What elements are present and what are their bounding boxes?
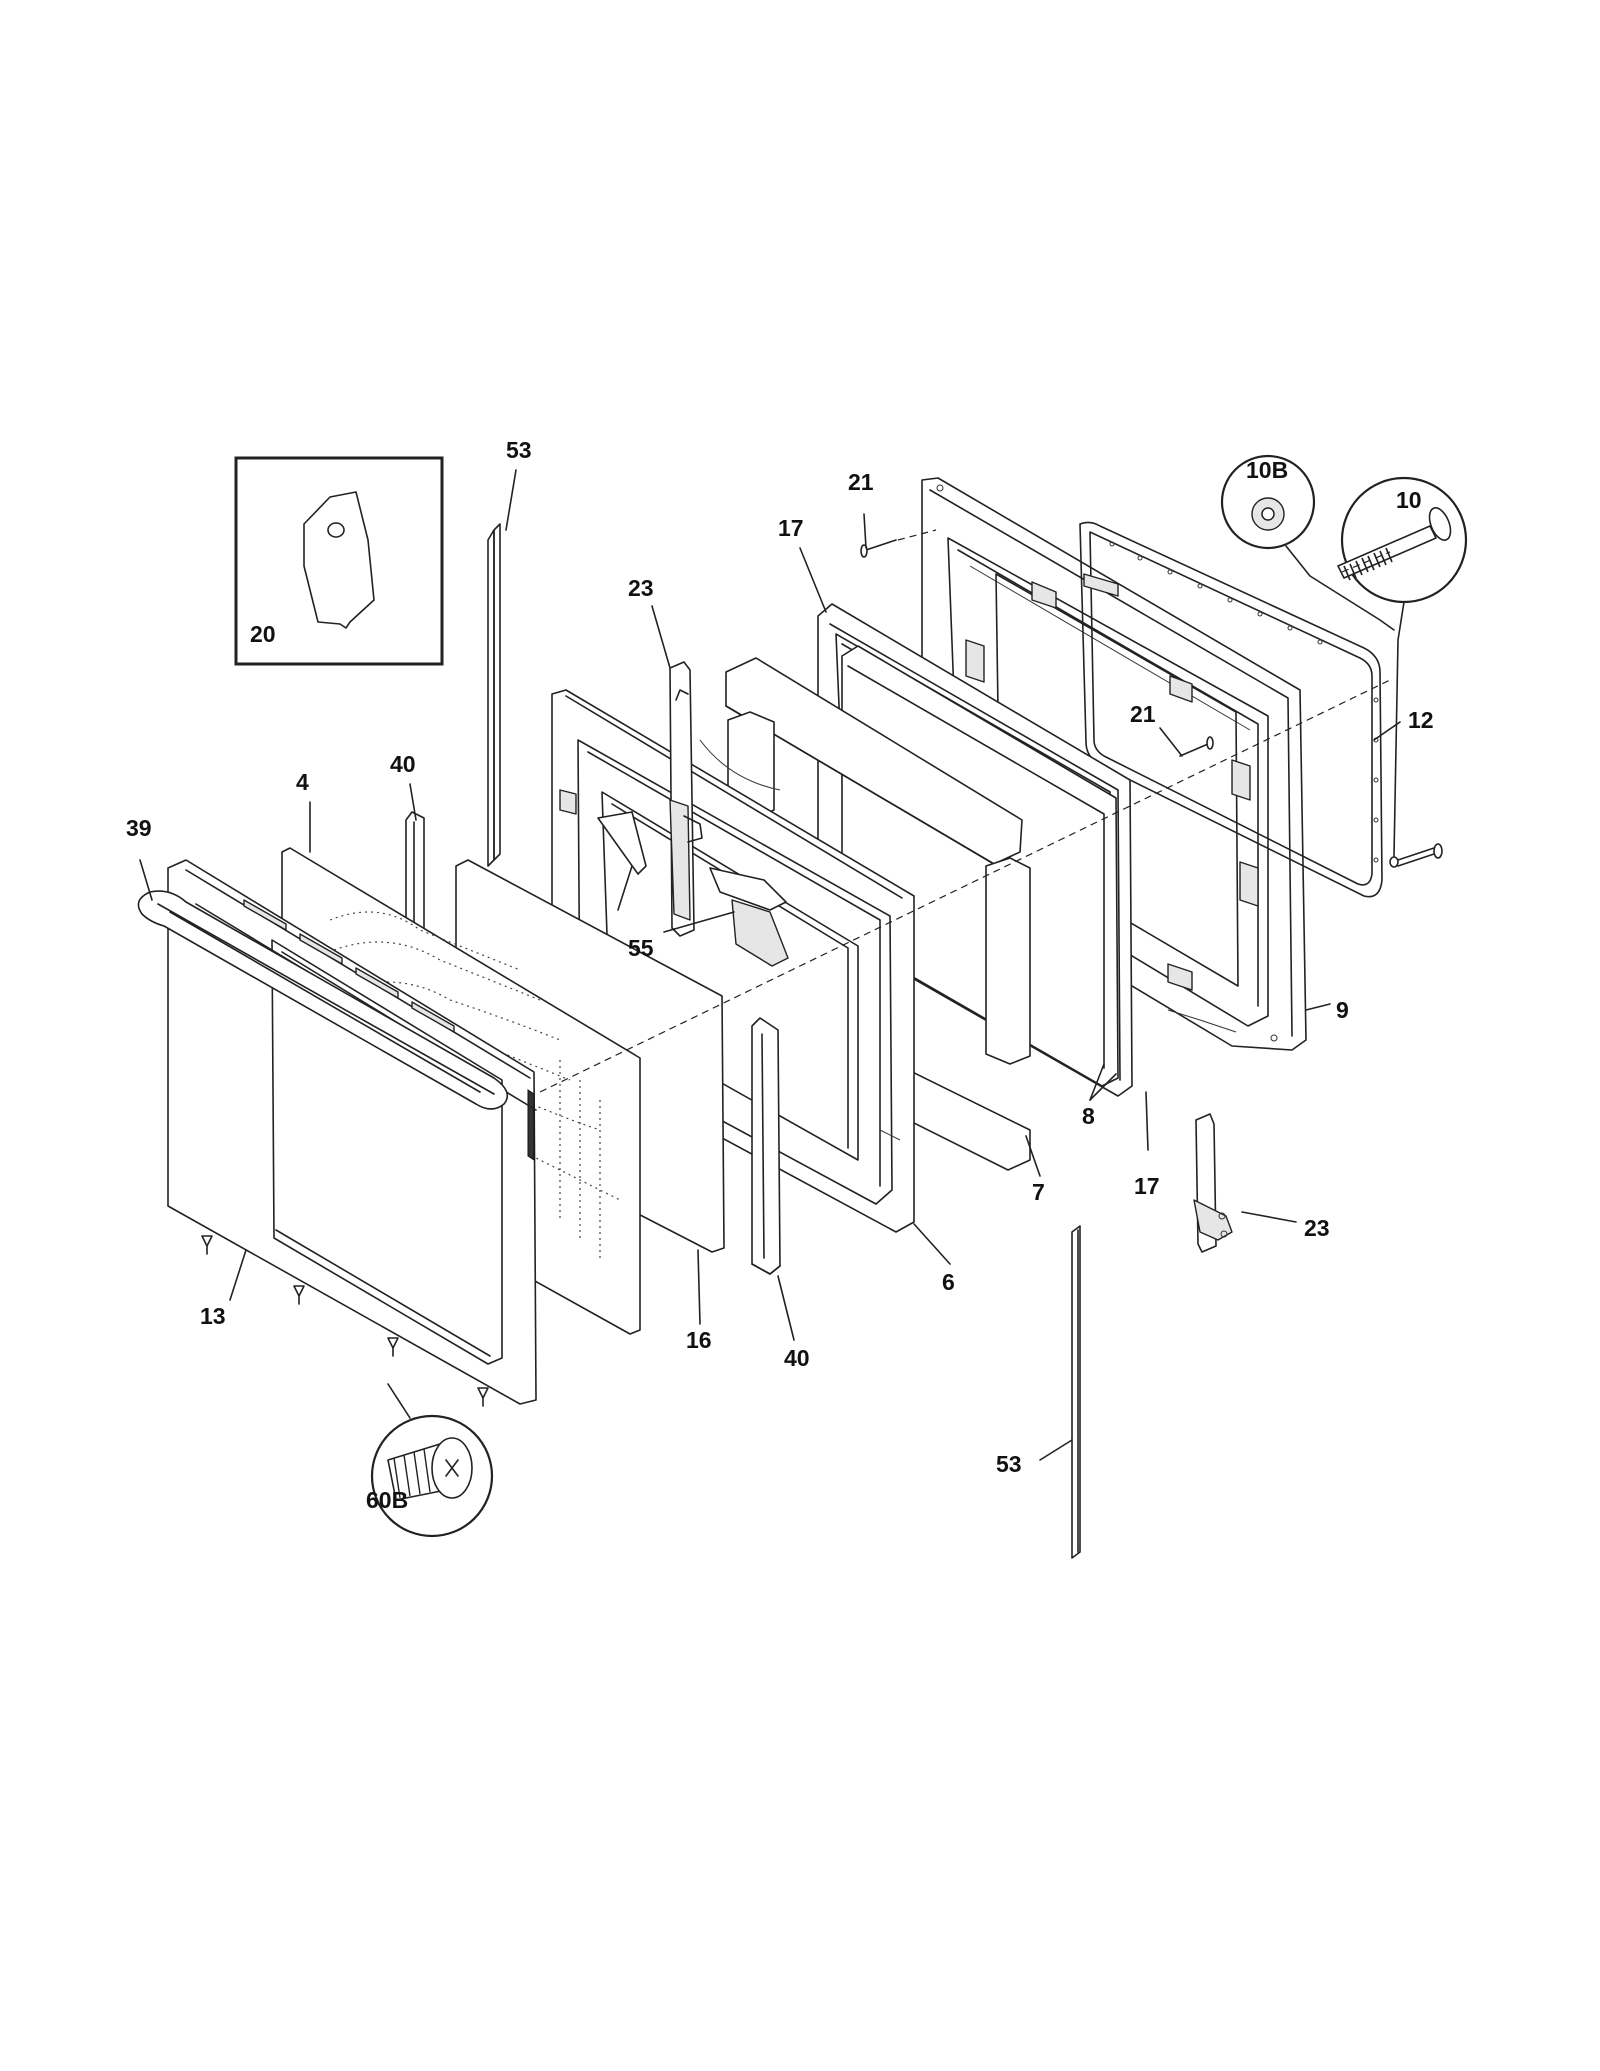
callout-23-bottom: 23	[1304, 1215, 1330, 1241]
callout-60b: 60B	[366, 1487, 408, 1513]
callout-40-top: 40	[390, 751, 416, 777]
callout-40-bottom: 40	[784, 1345, 810, 1371]
callout-7: 7	[1032, 1179, 1045, 1205]
callout-4: 4	[296, 769, 309, 795]
callout-39: 39	[126, 815, 152, 841]
callout-9: 9	[1336, 997, 1349, 1023]
callout-10b: 10B	[1246, 457, 1288, 483]
part-39-door-handle	[137, 890, 509, 1110]
callout-21-middle: 21	[1130, 701, 1156, 727]
callout-53-top: 53	[506, 437, 532, 463]
detail-circle-10b-washer	[1220, 454, 1395, 631]
part-23-hinge-left	[669, 661, 703, 937]
door-screws	[201, 1235, 489, 1407]
callout-10: 10	[1396, 487, 1422, 513]
callout-20: 20	[250, 621, 276, 647]
callout-12: 12	[1408, 707, 1434, 733]
part-10-screw-installed	[1389, 843, 1443, 868]
part-23-hinge-right	[1193, 1113, 1233, 1253]
part-21-screw-middle	[1179, 736, 1214, 757]
part-40-channel-bottom	[751, 1017, 781, 1275]
detail-circle-60b-screw	[370, 1383, 494, 1538]
part-6-inner-door-frame	[551, 689, 915, 1233]
callout-leader-lines	[139, 469, 1401, 1461]
callout-labels: 53 20 21 17 10B 10 23 21 12 40 4 39 55 9…	[126, 437, 1434, 1513]
inset-box-part-20	[234, 456, 444, 666]
callout-17-bottom: 17	[1134, 1173, 1160, 1199]
callout-55: 55	[628, 935, 654, 961]
callout-16: 16	[686, 1327, 712, 1353]
part-53-top-strip	[487, 523, 501, 867]
part-55-hinge-receptacle	[597, 811, 789, 967]
callout-13: 13	[200, 1303, 226, 1329]
part-53-bottom-strip	[1071, 1225, 1081, 1559]
part-13-outer-door	[167, 859, 537, 1405]
callout-17-top: 17	[778, 515, 804, 541]
callout-6: 6	[942, 1269, 955, 1295]
detail-circle-10-screw	[1337, 476, 1468, 857]
callout-21-top: 21	[848, 469, 874, 495]
callout-53-bottom: 53	[996, 1451, 1022, 1477]
callout-8: 8	[1082, 1103, 1095, 1129]
assembly-axis-line	[539, 679, 1391, 1093]
callout-23-top: 23	[628, 575, 654, 601]
